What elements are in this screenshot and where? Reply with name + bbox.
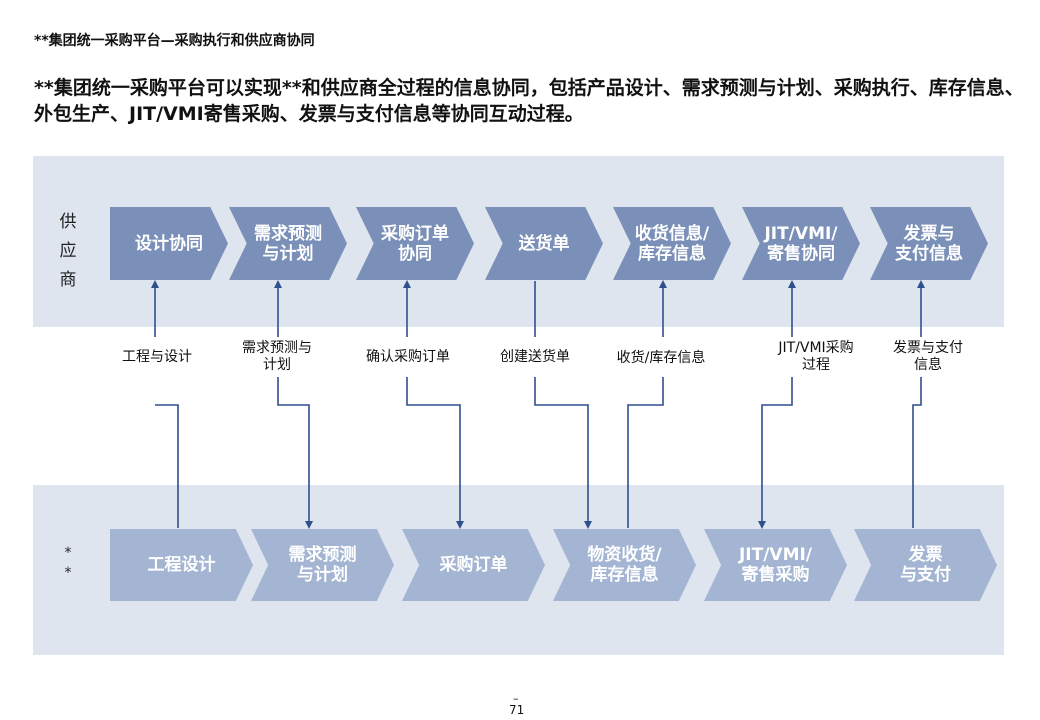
supplier-step-forecast: 需求预测 与计划 xyxy=(229,207,347,280)
supplier-step-label: 发票与 支付信息 xyxy=(895,223,963,264)
flow-label-receipt: 收货/库存信息 xyxy=(616,350,706,366)
group-step-receipt: 物资收货/ 库存信息 xyxy=(553,529,696,601)
flow-connector-forecast xyxy=(277,377,313,529)
group-step-label: JIT/VMI/ 寄售采购 xyxy=(738,545,813,585)
page-number: 71 xyxy=(509,703,525,717)
flow-connector-invoice xyxy=(912,377,922,528)
flow-label-forecast: 需求预测与 计划 xyxy=(242,340,312,373)
supplier-step-invoice: 发票与 支付信息 xyxy=(870,207,988,280)
page-headline: **集团统一采购平台可以实现**和供应商全过程的信息协同，包括产品设计、需求预测… xyxy=(34,77,1024,125)
group-step-label: 发票 与支付 xyxy=(900,545,951,585)
supplier-step-po: 采购订单 协同 xyxy=(356,207,474,280)
supplier-step-label: 采购订单 协同 xyxy=(381,223,449,264)
flow-connector-po xyxy=(406,377,464,529)
supplier-step-label: 设计协同 xyxy=(135,233,203,254)
supplier-step-design: 设计协同 xyxy=(110,207,228,280)
supplier-step-jit: JIT/VMI/ 寄售协同 xyxy=(742,207,860,280)
group-step-jit: JIT/VMI/ 寄售采购 xyxy=(704,529,847,601)
flow-label-po: 确认采购订单 xyxy=(366,349,450,365)
flow-connector-design xyxy=(155,404,179,528)
supplier-step-delivery: 送货单 xyxy=(485,207,603,280)
group-step-label: 需求预测 与计划 xyxy=(288,545,357,585)
supplier-step-label: JIT/VMI/ 寄售协同 xyxy=(764,223,838,264)
group-step-label: 工程设计 xyxy=(147,555,216,575)
flow-label-invoice: 发票与支付 信息 xyxy=(893,340,963,373)
flow-label-delivery: 创建送货单 xyxy=(500,349,570,365)
group-lane-label: * * xyxy=(64,545,72,581)
page-dash: – xyxy=(513,692,519,705)
flow-connector-receipt xyxy=(627,377,664,528)
supplier-step-label: 收货信息/ 库存信息 xyxy=(634,223,710,264)
group-step-payment: 发票 与支付 xyxy=(854,529,997,601)
supplier-step-receipt: 收货信息/ 库存信息 xyxy=(613,207,731,280)
flow-label-design: 工程与设计 xyxy=(122,349,192,365)
flow-label-jit: JIT/VMI采购 过程 xyxy=(778,340,854,373)
group-step-engineering: 工程设计 xyxy=(110,529,253,601)
page-subtitle: **集团统一采购平台—采购执行和供应商协同 xyxy=(34,33,315,49)
flow-connector-delivery xyxy=(534,281,588,525)
group-step-label: 采购订单 xyxy=(439,555,508,575)
group-step-label: 物资收货/ 库存信息 xyxy=(587,545,662,585)
supplier-step-label: 需求预测 与计划 xyxy=(254,223,322,264)
supplier-lane-label: 供 应 商 xyxy=(59,212,77,290)
flow-connector-jit xyxy=(758,377,793,529)
group-step-forecast: 需求预测 与计划 xyxy=(251,529,394,601)
supplier-step-label: 送货单 xyxy=(518,233,570,254)
group-step-po: 采购订单 xyxy=(402,529,545,601)
